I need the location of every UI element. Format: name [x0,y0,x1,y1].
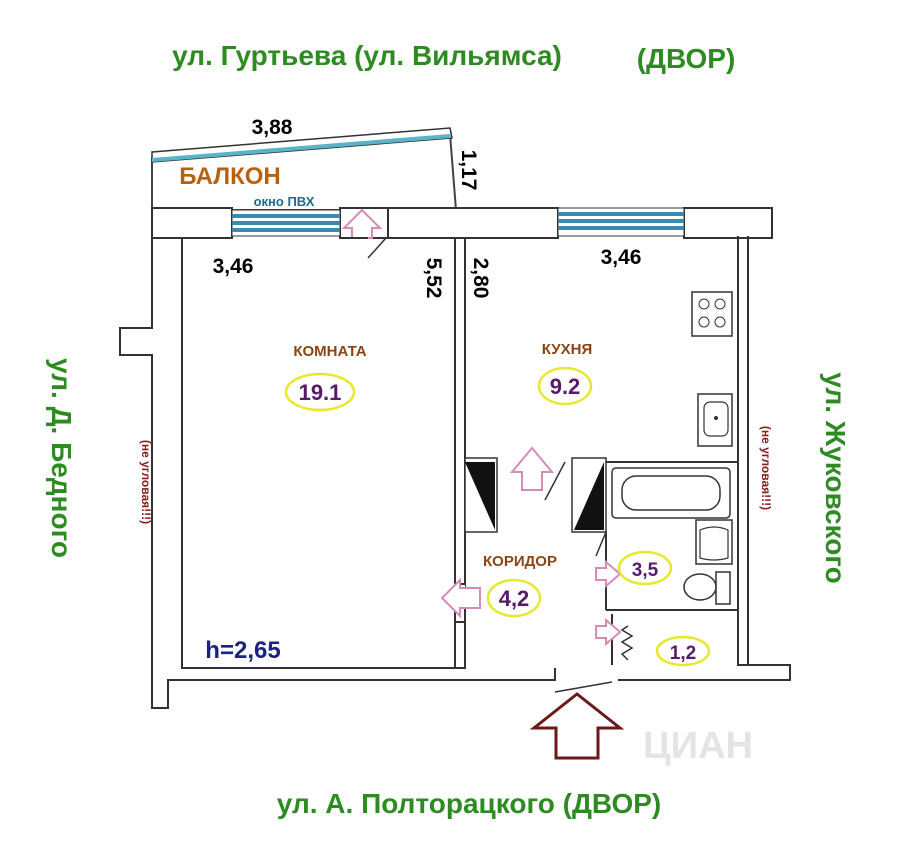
room-area: 19.1 [299,380,342,405]
room-width: 3,46 [213,255,254,278]
corridor-partitions [464,457,738,665]
balcony-door-arrow [341,208,383,239]
toilet [683,571,731,605]
toilet-area-circle [655,635,711,667]
bathtub [611,467,731,519]
toilet-area: 1,2 [670,643,696,664]
window-kitchen [557,207,685,237]
window-room [231,209,341,237]
top-wall-kitchen [387,207,559,239]
room-name: КОМНАТА [293,343,366,360]
kitchen-area-circle [537,366,593,406]
balcony-door-swing [367,237,387,259]
kitchen-width: 3,46 [601,246,642,269]
partition-room-kitchen [454,237,466,669]
left-wall [119,210,455,709]
note-right: (не угловая!!!) [759,426,773,510]
room-area-circle [284,372,356,412]
corridor-area: 4,2 [499,586,530,611]
watermark: ЦИАН [643,725,753,767]
street-right: ул. Жуковского [820,372,851,583]
bathroom-area-circle [617,550,673,586]
bathroom-sink [695,519,733,565]
corridor-name: КОРИДОР [483,553,557,570]
entry-door [554,681,613,693]
kitchen-door-arrow [509,446,555,491]
radiator-icon [620,625,634,661]
balcony-label: БАЛКОН [179,163,280,190]
balcony-width: 3,88 [252,116,293,139]
ceiling-height: h=2,65 [205,637,280,664]
street-bottom: ул. А. Полторацкого (ДВОР) [277,788,661,819]
top-wall-right [683,207,773,239]
room-door-arrow [440,577,481,619]
street-top: ул. Гуртьева (ул. Вильямса) [172,40,562,71]
entrance-arrow [529,692,625,760]
balcony-depth: 1,17 [457,150,480,191]
toilet-door-arrow [595,617,622,647]
street-top-yard: (ДВОР) [637,43,736,74]
bathroom-area: 3,5 [632,560,659,581]
bathroom-door-arrow [595,559,622,589]
kitchen-area: 9.2 [550,374,581,399]
note-left: (не угловая!!!) [139,440,153,524]
window-label: окно ПВХ [254,194,315,209]
kitchen-sink [697,393,733,447]
balcony-glass [152,134,451,162]
corridor-area-circle [486,578,542,618]
stove [691,291,733,337]
left-wall-inner [181,238,455,669]
room-length: 5,52 [422,258,445,299]
right-wall [455,236,791,681]
kitchen-name: КУХНЯ [542,341,592,358]
top-wall-left [151,207,233,239]
street-left: ул. Д. Бедного [46,358,77,558]
kitchen-length: 2,80 [469,258,492,299]
